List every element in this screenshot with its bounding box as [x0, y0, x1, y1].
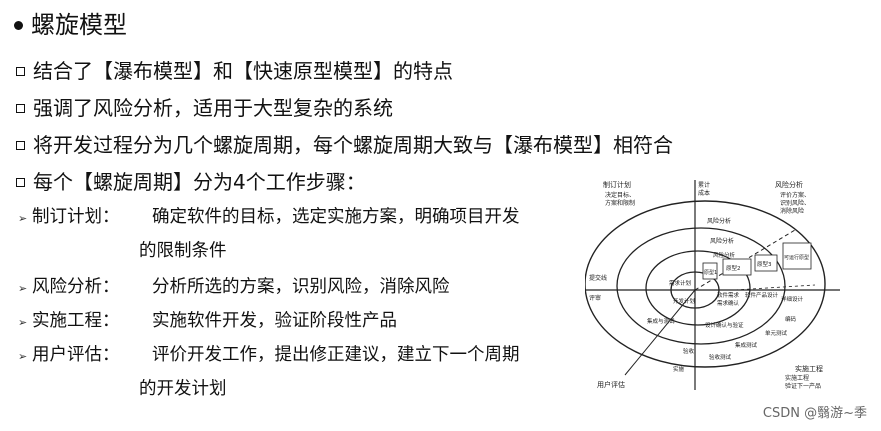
step-evaluation-cont: 的开发计划: [139, 379, 227, 399]
step-evaluation: ➢ 用户评估： 评价开发工作，提出修正建议，建立下一个周期: [18, 342, 520, 370]
phase-label: 实施: [673, 365, 685, 373]
bullet-2: 强调了风险分析，适用于大型复杂的系统: [16, 93, 393, 123]
svg-text:实施工程: 实施工程: [785, 374, 809, 382]
bullet-3: 将开发过程分为几个螺旋周期，每个螺旋周期大致与【瀑布模型】相符合: [16, 130, 673, 160]
prototype-label: 原型1: [704, 269, 717, 276]
step-engineering: ➢ 实施工程： 实施软件开发，验证阶段性产品: [18, 308, 397, 336]
risk-analysis-label: 风险分析: [713, 251, 736, 259]
phase-label: 详细设计: [781, 295, 804, 303]
prototype-label: 可运行原型: [784, 254, 809, 261]
svg-text:验证下一产品: 验证下一产品: [785, 382, 821, 390]
square-bullet-icon: [16, 66, 25, 76]
svg-text:方案和限制: 方案和限制: [605, 199, 635, 207]
review-label: 提交线: [589, 274, 607, 282]
phase-label: 开发计划: [673, 297, 695, 305]
quadrant-engineering-label: 实施工程: [795, 364, 823, 373]
phase-label: 软件产品设计: [745, 291, 779, 299]
prototype-label: 原型3: [757, 260, 772, 268]
cumulative-cost-label: 累计: [698, 181, 710, 189]
divider-line: [734, 284, 816, 291]
spiral-ring-2: [645, 250, 751, 326]
quadrant-eval-label: 用户评估: [597, 380, 625, 389]
title-text: 螺旋模型: [31, 11, 127, 39]
spiral-ring-4: [585, 200, 826, 368]
phase-label: 集成测试: [735, 341, 758, 349]
step-plan-cont: 的限制条件: [139, 241, 227, 261]
arrow-bullet-icon: ➢: [18, 350, 28, 363]
phase-label: 验收: [683, 347, 695, 355]
step-risk: ➢ 风险分析： 分析所选的方案，识别风险，消除风险: [18, 274, 450, 302]
svg-text:评审: 评审: [589, 294, 601, 302]
arrow-bullet-icon: ➢: [18, 212, 28, 225]
bullet-4: 每个【螺旋周期】分为4个工作步骤：: [16, 167, 366, 197]
phase-label: 编码: [785, 315, 797, 323]
phase-label: 需求计划: [669, 279, 691, 287]
svg-text:成本: 成本: [698, 189, 710, 197]
step-plan: ➢ 制订计划： 确定软件的目标，选定实施方案，明确项目开发: [18, 204, 520, 232]
prototype-box: [782, 242, 812, 270]
square-bullet-icon: [16, 177, 25, 187]
square-bullet-icon: [16, 140, 25, 150]
svg-text:识别风险、: 识别风险、: [780, 199, 810, 207]
phase-label: 软件需求: [717, 291, 740, 299]
risk-analysis-label: 风险分析: [707, 217, 731, 225]
svg-text:评价方案、: 评价方案、: [780, 191, 810, 199]
csdn-watermark: CSDN @翳游~季: [762, 406, 867, 421]
prototype-label: 原型2: [726, 264, 741, 272]
phase-label: 设计确认与验证: [705, 321, 744, 329]
divider-line: [624, 289, 696, 376]
quadrant-plan-label: 制订计划: [603, 180, 631, 189]
square-bullet-icon: [16, 103, 25, 113]
arrow-bullet-icon: ➢: [18, 316, 28, 329]
risk-analysis-label: 风险分析: [710, 237, 734, 245]
prototype-box: [722, 258, 752, 276]
phase-label: 单元测试: [765, 329, 788, 337]
svg-text:消除风险: 消除风险: [780, 207, 804, 215]
quadrant-risk-label: 风险分析: [775, 180, 803, 189]
phase-label: 需求确认: [717, 299, 740, 307]
prototype-box: [754, 254, 778, 272]
bullet-dot-icon: [14, 20, 23, 30]
phase-label: 验收测试: [709, 353, 732, 361]
prototype-box: [702, 262, 718, 280]
arrow-bullet-icon: ➢: [18, 282, 28, 295]
phase-label: 集成与测试: [647, 317, 675, 325]
spiral-ring-3: [616, 227, 786, 345]
bullet-1: 结合了【瀑布模型】和【快速原型模型】的特点: [16, 56, 453, 86]
spiral-model-diagram: 制订计划 决定目标、 方案和限制 累计 成本 风险分析 评价方案、 识别风险、 …: [585, 180, 840, 390]
spiral-ring-1: [670, 271, 720, 309]
svg-text:决定目标、: 决定目标、: [605, 191, 635, 199]
slide-title: 螺旋模型: [14, 8, 127, 42]
